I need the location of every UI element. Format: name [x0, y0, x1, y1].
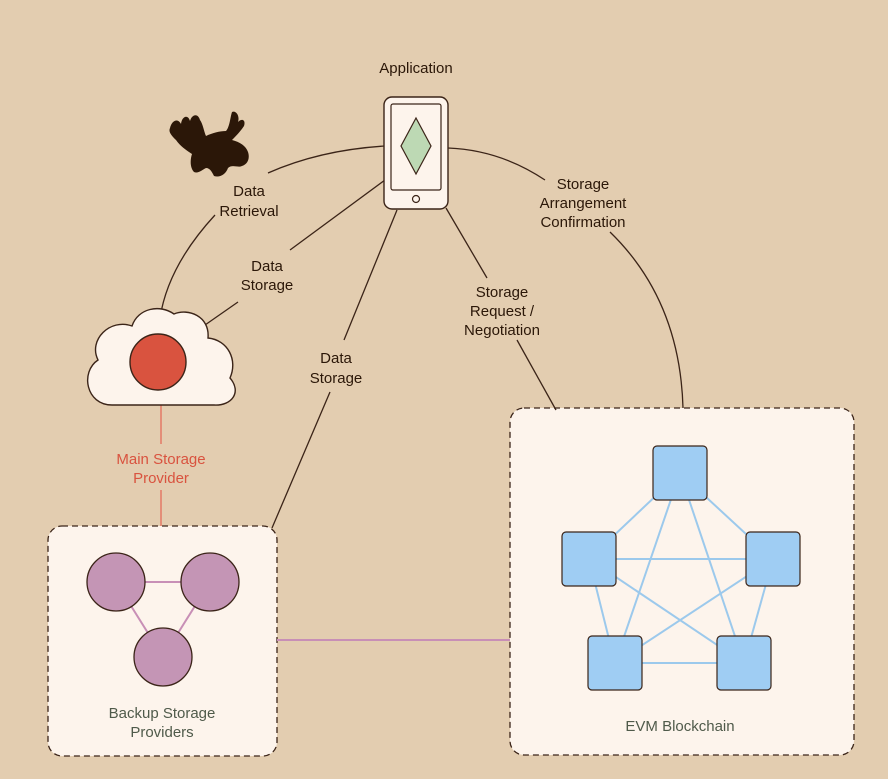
storage-request-line-lower — [516, 339, 557, 411]
data-storage-cloud-label: Data — [251, 258, 283, 275]
application-label: Application — [379, 60, 452, 77]
phone-icon[interactable] — [383, 96, 449, 210]
data-retrieval-line — [159, 214, 216, 319]
storage-confirmation-line-lower — [609, 231, 684, 409]
blockchain-node — [561, 531, 617, 587]
evm-blockchain-label: EVM Blockchain — [625, 718, 734, 735]
data-storage-backup-line-upper — [343, 209, 398, 341]
backup-node — [86, 552, 146, 612]
data-storage-backup-line — [271, 391, 331, 529]
main-provider-label: Provider — [133, 470, 189, 487]
main-provider-label: Main Storage — [116, 451, 205, 468]
data-storage-cloud-line-upper — [289, 179, 386, 251]
storage-request-label: Storage — [476, 284, 529, 301]
data-storage-backup-label: Storage — [310, 370, 363, 387]
ethereum-diamond-icon — [400, 116, 432, 176]
storage-confirmation-label: Storage — [557, 176, 610, 193]
data-storage-cloud-label: Storage — [241, 277, 294, 294]
storage-confirmation-line — [447, 147, 546, 181]
backup-node — [133, 627, 193, 687]
data-storage-backup-label: Data — [320, 350, 352, 367]
data-storage-cloud-line — [204, 301, 239, 326]
data-retrieval-label: Retrieval — [219, 203, 278, 220]
data-retrieval-label: Data — [233, 183, 265, 200]
blockchain-node — [587, 635, 643, 691]
blockchain-node — [716, 635, 772, 691]
main-storage-node — [129, 333, 187, 391]
storage-request-line — [445, 207, 488, 279]
data-retrieval-line-upper — [267, 145, 386, 174]
backup-providers-label: Backup Storage — [109, 705, 216, 722]
backup-providers-label: Providers — [130, 724, 193, 741]
backup-node — [180, 552, 240, 612]
blockchain-node — [652, 445, 708, 501]
cloud-icon[interactable] — [86, 307, 236, 406]
moose-icon — [169, 111, 249, 177]
blockchain-node — [745, 531, 801, 587]
storage-confirmation-label: Arrangement — [540, 195, 628, 212]
storage-request-label: Request / — [470, 303, 535, 320]
backup-providers-graph — [86, 552, 240, 687]
storage-request-label: Negotiation — [464, 322, 540, 339]
storage-confirmation-label: Confirmation — [540, 214, 625, 231]
